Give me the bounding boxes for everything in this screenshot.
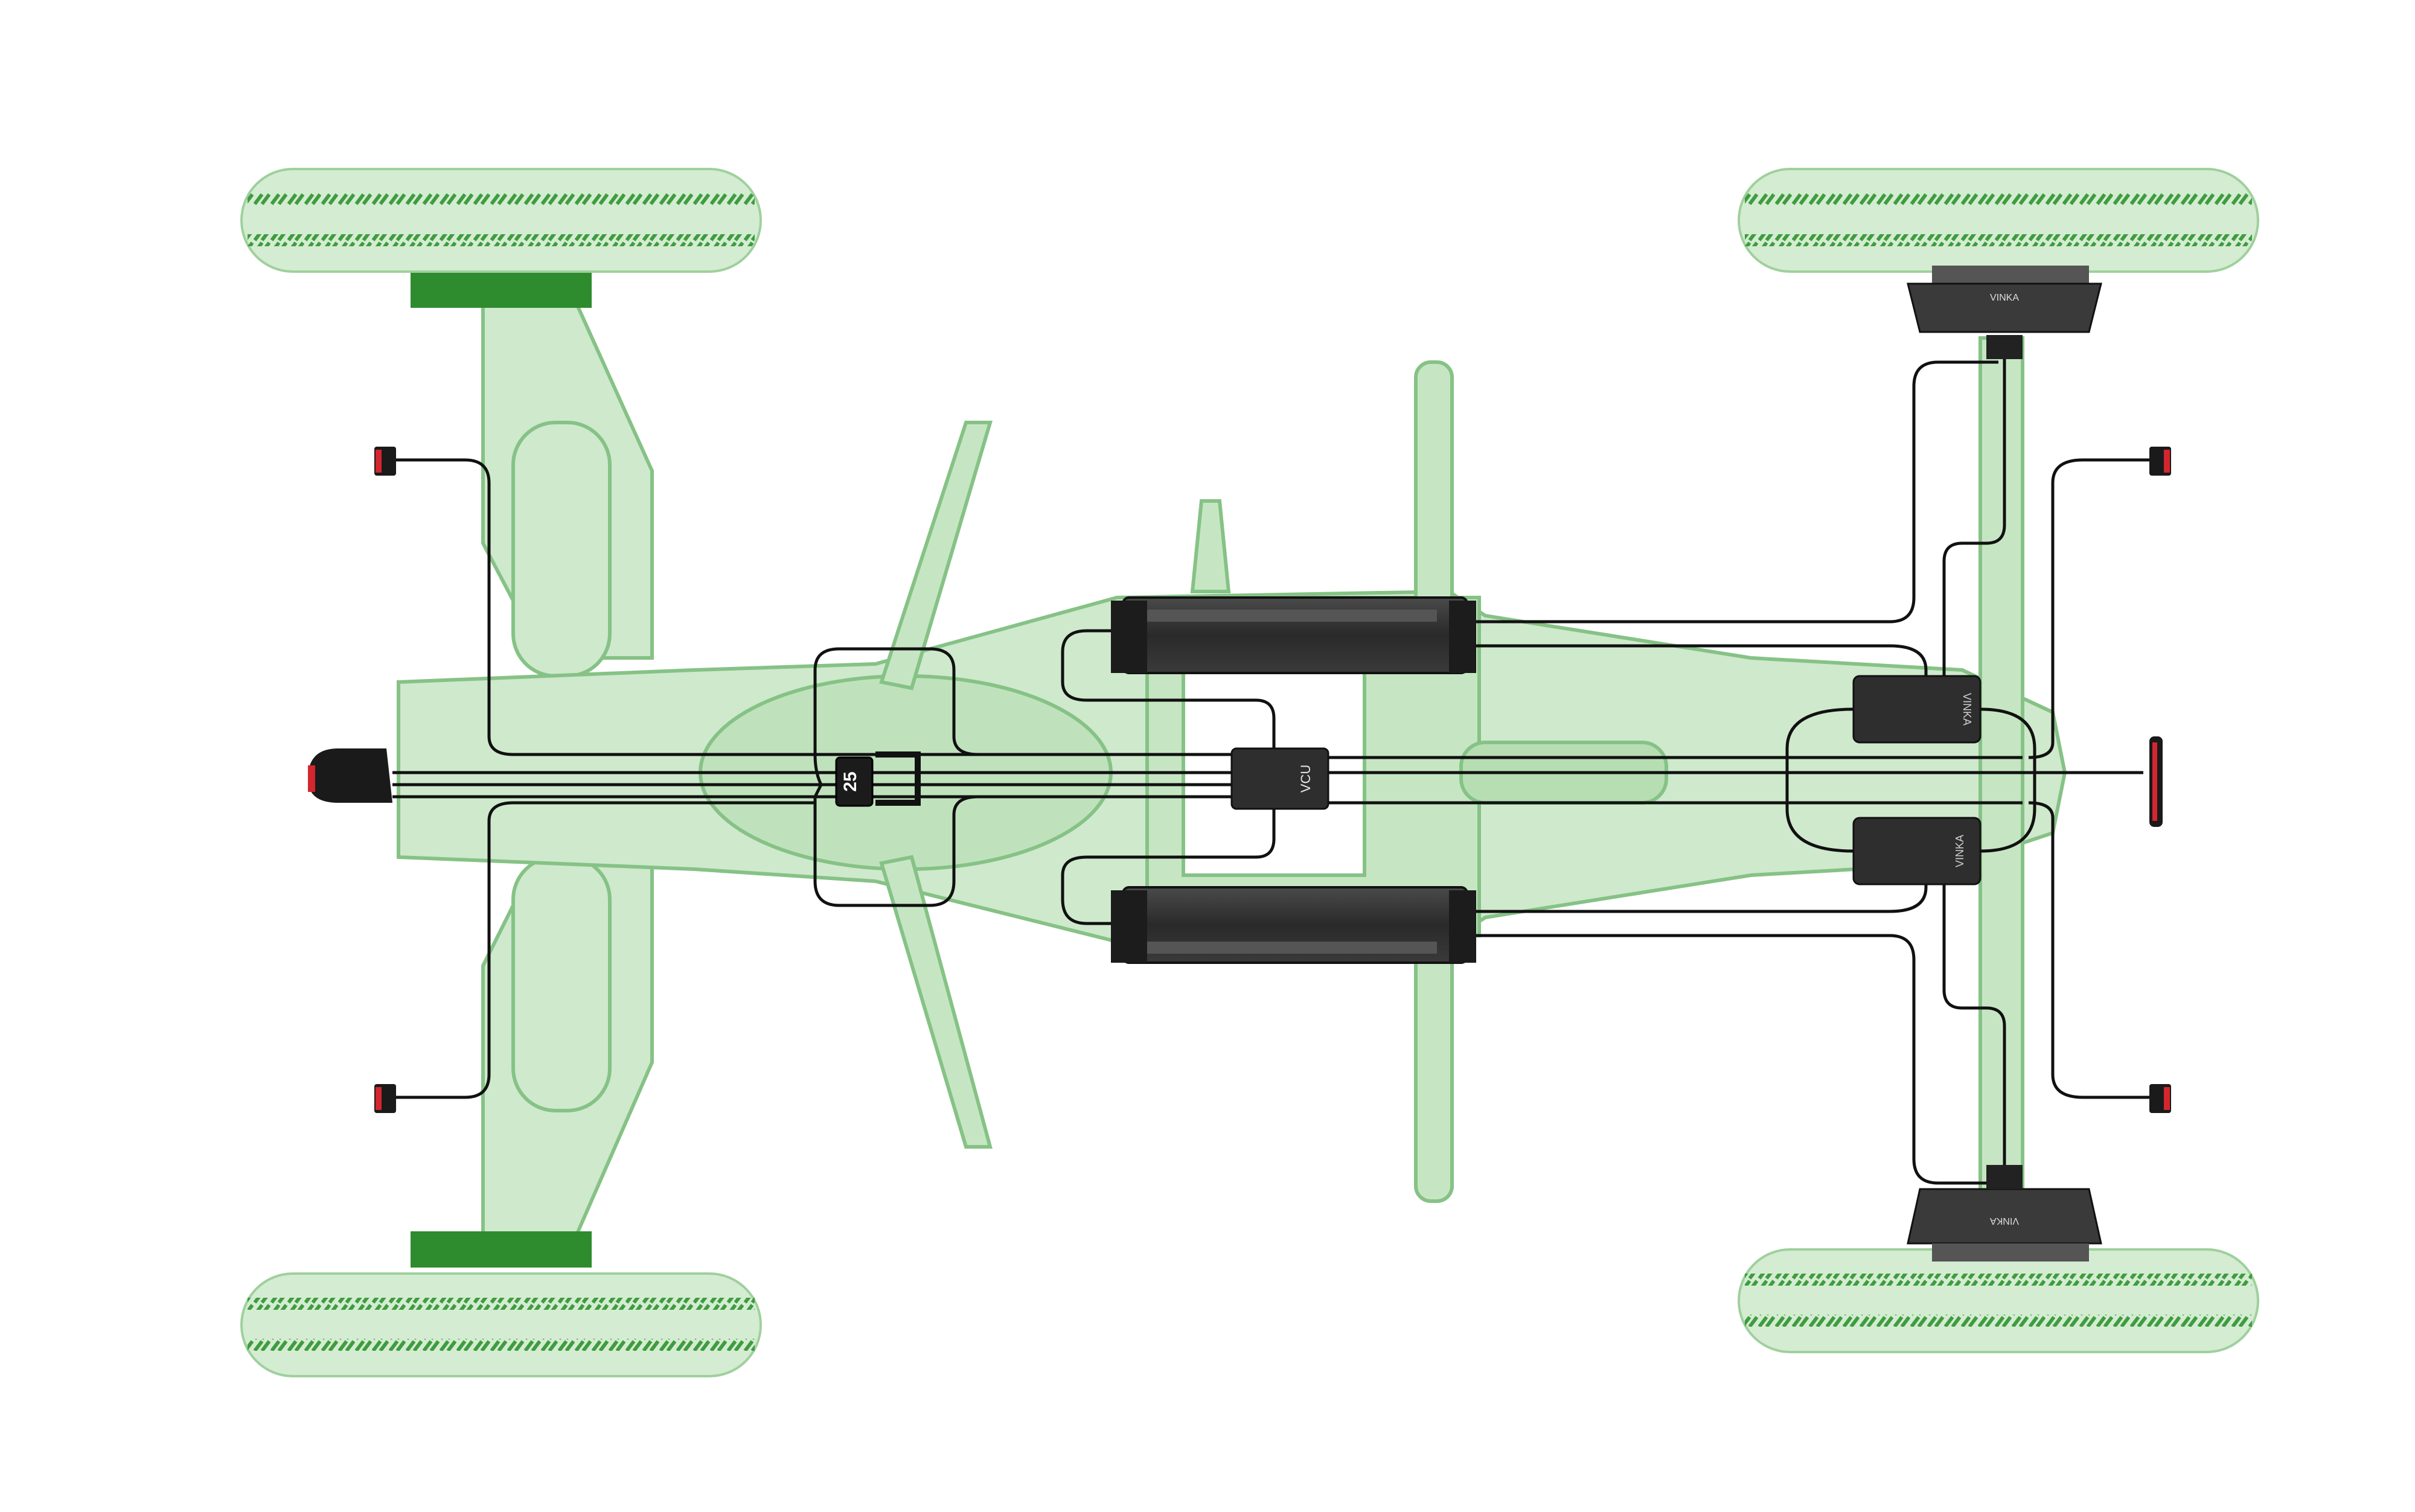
battery-pack-top	[1111, 596, 1476, 674]
rear-indicator-top	[374, 447, 396, 476]
wire-display-loop-top	[813, 647, 979, 786]
wire-controller-loop	[1785, 707, 1854, 853]
motor-controller-top: VINKA	[1852, 675, 1982, 744]
wiring-harness	[392, 356, 2155, 1185]
handlebar-left-grip	[879, 421, 993, 691]
display-speed: 25	[840, 771, 860, 791]
tires	[240, 168, 2259, 1377]
wire-battery-top-b	[1461, 360, 1998, 624]
rear-tire-bottom	[240, 1272, 762, 1377]
wire-battery-bottom-c	[1461, 857, 1928, 913]
wire-display-loop-bottom	[813, 783, 979, 907]
seat-spike	[1190, 499, 1231, 593]
front-tire-bottom	[1738, 1248, 2259, 1353]
rear-mount-top	[411, 272, 592, 308]
rear-tire-top	[240, 168, 762, 273]
wire-hub-bottom	[1942, 857, 2006, 1183]
wire-front-light-bottom	[2028, 801, 2155, 1099]
hub-motor-bottom: VINKA	[1907, 1165, 2102, 1262]
front-indicator-bottom	[2149, 1084, 2171, 1113]
motor-controller-bottom: VINKA	[1852, 817, 1982, 885]
handlebar-right-grip	[879, 855, 993, 1149]
wire-battery-top-c	[1461, 644, 1928, 706]
hub-motor-top-label: VINKA	[1990, 293, 2019, 303]
wire-rear-light-bottom	[395, 801, 815, 1099]
front-indicator-top	[2149, 447, 2171, 476]
battery-pack-bottom	[1111, 886, 1476, 964]
wire-rear-light-top	[395, 458, 857, 756]
wire-battery-bottom-a	[1061, 803, 1276, 925]
wire-battery-bottom-b	[1461, 934, 1998, 1185]
vcu-module: VCU	[1230, 747, 1329, 810]
front-tire-top	[1738, 168, 2259, 273]
rear-shock-upper	[511, 421, 612, 678]
headlight-icon	[2149, 736, 2163, 827]
wire-front-light-top	[2028, 458, 2155, 759]
display-icon: 25	[835, 751, 921, 807]
wire-battery-top-a	[1061, 629, 1276, 754]
hub-motor-top: VINKA	[1907, 266, 2102, 359]
wire-controller-right	[1980, 707, 2036, 853]
rear-shock-lower	[511, 855, 612, 1112]
wire-hub-top	[1942, 356, 2006, 706]
controller-top-label: VINKA	[1961, 693, 1973, 726]
vcu-label: VCU	[1298, 765, 1313, 793]
controller-bottom-label: VINKA	[1954, 835, 1966, 867]
hub-motor-bottom-label: VINKA	[1990, 1216, 2019, 1226]
rear-indicator-bottom	[374, 1084, 396, 1113]
crank-arm-top	[1414, 360, 1454, 630]
rear-mount-bottom	[411, 1231, 592, 1268]
tail-light-icon	[308, 748, 392, 803]
crank-arm-bottom	[1414, 940, 1454, 1203]
